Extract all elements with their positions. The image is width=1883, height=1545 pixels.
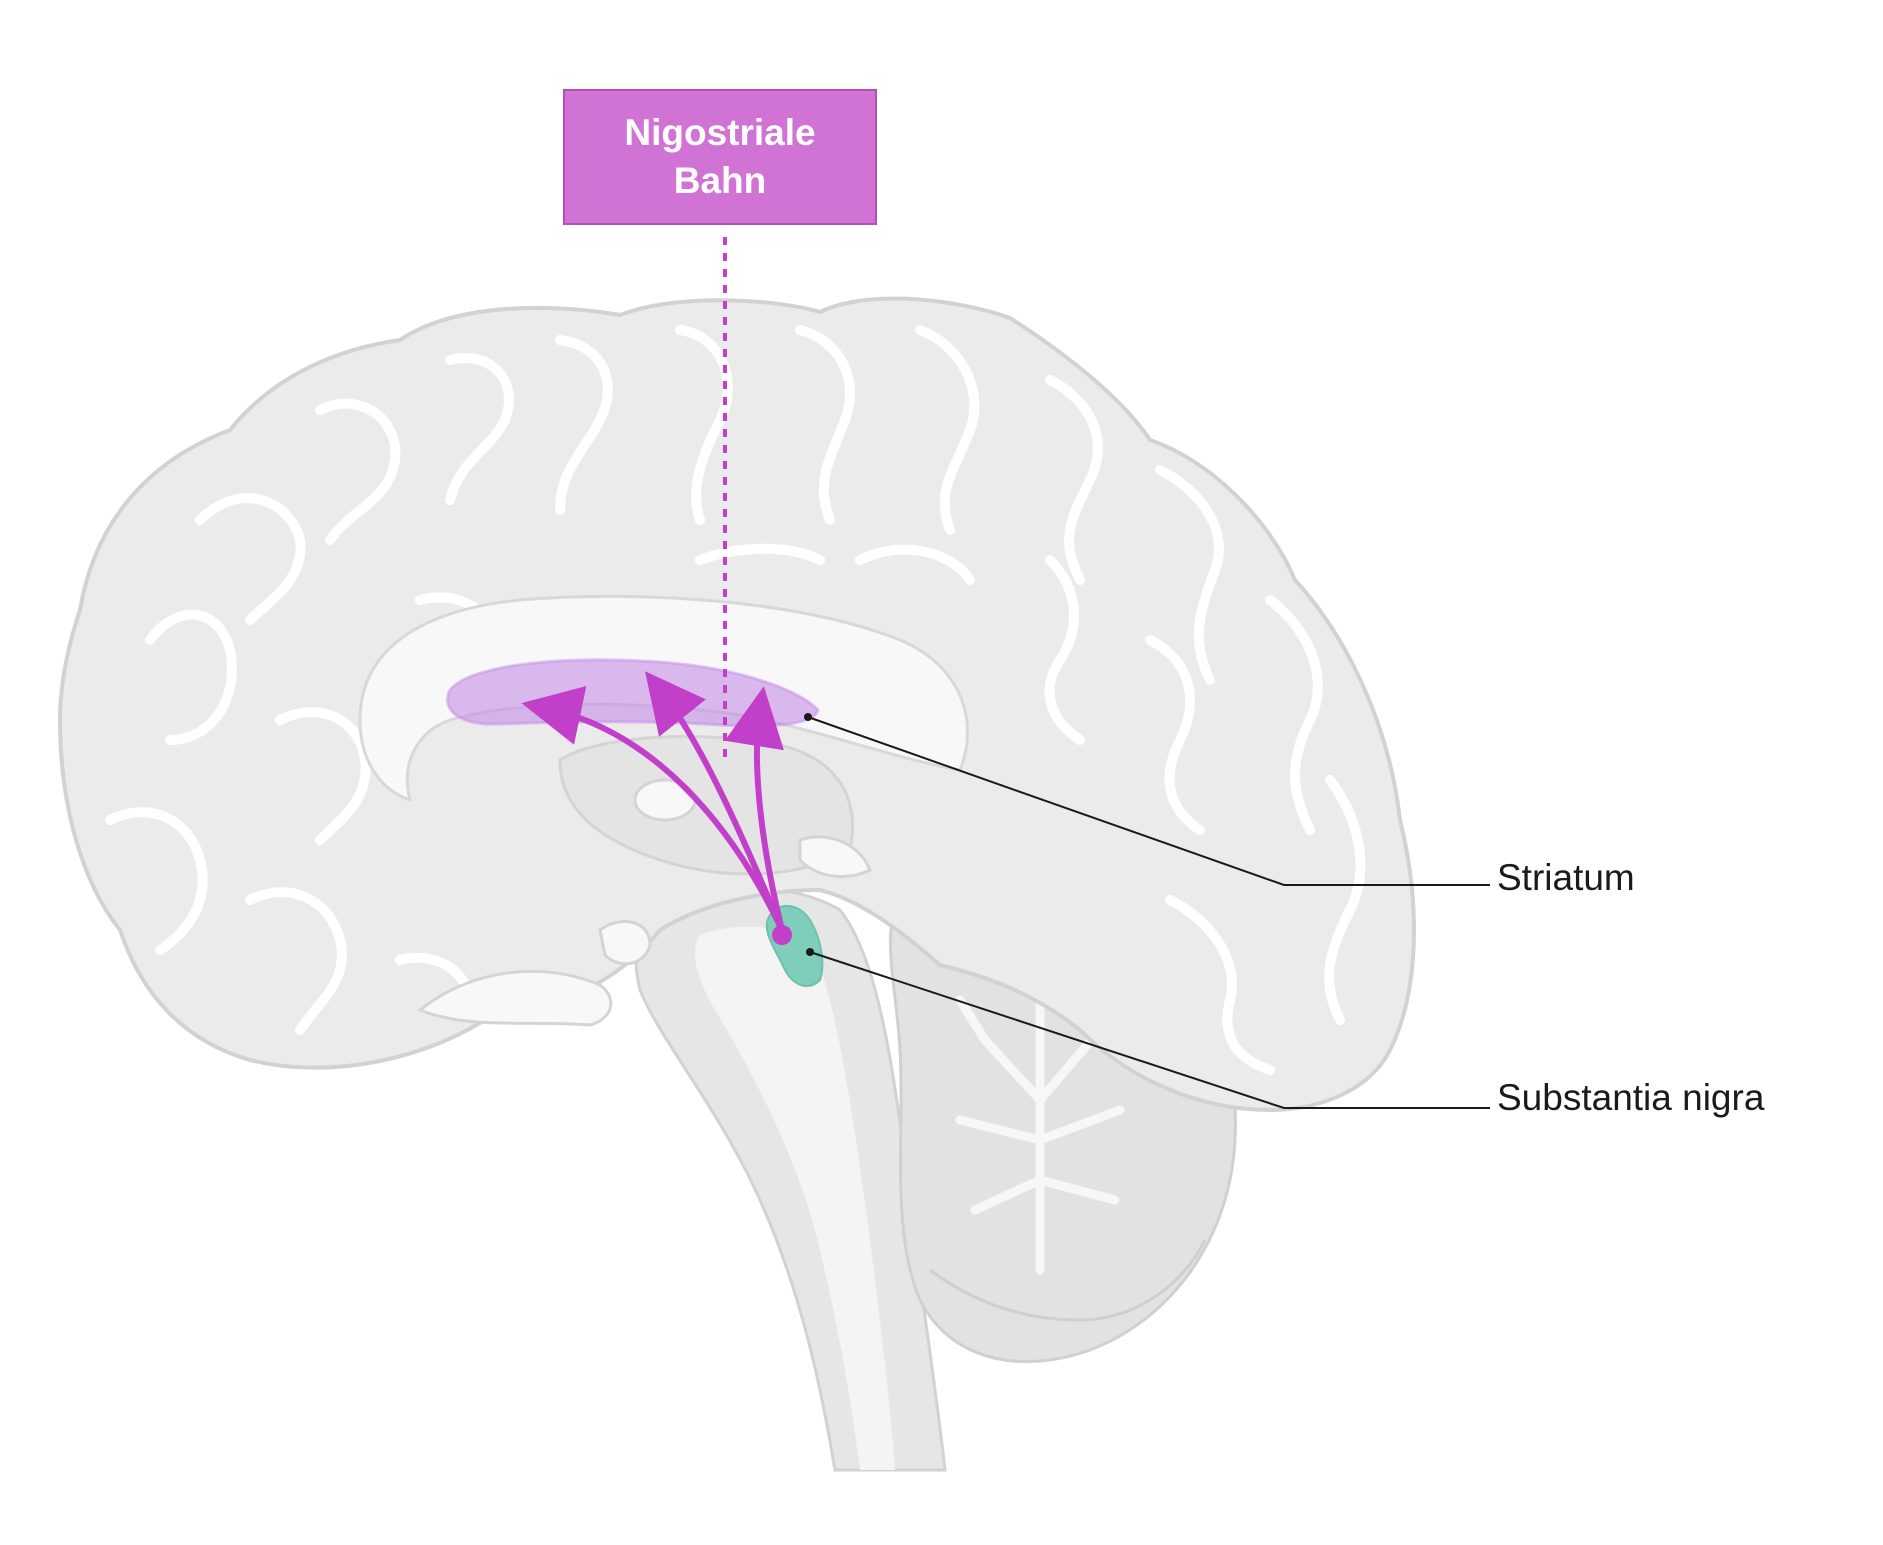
substantia-nigra-origin-dot xyxy=(772,925,792,945)
pathway-arrow-1 xyxy=(521,686,785,933)
striatum-label: Striatum xyxy=(1497,857,1635,898)
leader-lines xyxy=(807,716,1490,1109)
optic-region xyxy=(598,920,652,966)
pathway-title-line1: Nigostriale xyxy=(624,112,816,153)
pathway-title-box: Nigostriale Bahn xyxy=(563,89,877,225)
cortex-sulci xyxy=(105,325,1366,1075)
brainstem-highlight xyxy=(695,926,895,1470)
substantia-nigra-label: Substantia nigra xyxy=(1497,1077,1765,1118)
nigrostriatal-pathway xyxy=(521,671,785,933)
pathway-arrow-3 xyxy=(724,686,785,933)
pineal-region xyxy=(798,835,872,879)
medial-temporal-fold xyxy=(417,969,613,1027)
striatum-leader-line xyxy=(807,716,1490,886)
substantia-nigra-leader-dot xyxy=(806,948,814,956)
striatum-leader-dot xyxy=(804,713,812,721)
pathway-arrow-2 xyxy=(645,671,785,933)
pathway-title-line2: Bahn xyxy=(673,160,767,201)
cerebellum-folia xyxy=(929,1239,1207,1322)
substantia-nigra-leader-line xyxy=(809,951,1490,1109)
